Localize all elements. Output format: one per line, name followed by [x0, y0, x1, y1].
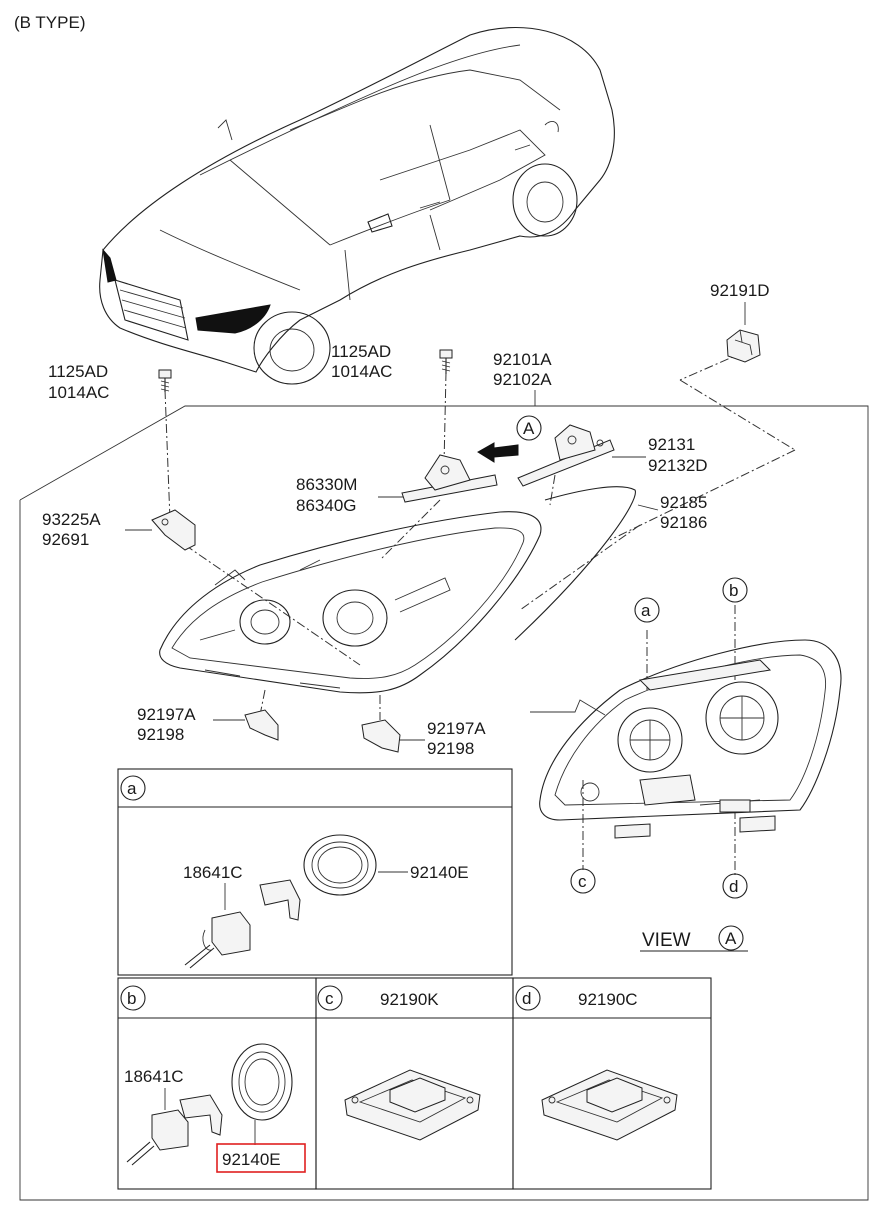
callout-seal-1: 92185 — [660, 493, 707, 512]
detail-c-ballast-icon — [344, 1069, 481, 1141]
detail-b-bulb-label: 18641C — [124, 1067, 184, 1086]
view-a-rear-illustration — [530, 639, 842, 839]
callout-bolt-center-2: 1014AC — [331, 362, 392, 381]
detail-d-ballast-icon — [541, 1069, 678, 1141]
view-a-tag-c: c — [578, 872, 587, 891]
callout-assembly-2: 92102A — [493, 370, 552, 389]
diagram-title: (B TYPE) — [14, 13, 85, 32]
detail-b-cap-icon — [231, 1043, 293, 1121]
callout-bracket-center-2: 86340G — [296, 496, 357, 515]
callout-seal-2: 92186 — [660, 513, 707, 532]
detail-box-d: d 92190C — [512, 977, 712, 1190]
bolt-center-icon — [439, 349, 453, 374]
detail-box-a: a 18641C 92140E — [117, 768, 513, 976]
detail-d-part-label: 92190C — [578, 990, 638, 1009]
detail-d-tag: d — [522, 989, 531, 1008]
leader-lines — [164, 351, 796, 875]
callout-bracket-top-2: 92132D — [648, 456, 708, 475]
callout-bolt-left-1: 1125AD — [48, 362, 108, 381]
callout-bolt-center-1: 1125AD — [331, 342, 391, 361]
detail-a-clip-icon — [259, 879, 301, 921]
bracket-top-icon — [517, 424, 615, 487]
bracket-center-icon — [401, 454, 498, 503]
detail-b-clip-icon — [179, 1094, 223, 1136]
callout-mount-left-1: 93225A — [42, 510, 101, 529]
detail-box-b: b 18641C 92140E — [117, 977, 317, 1190]
view-a-tags: a b c d VIEW A — [570, 577, 748, 952]
detail-c-tag: c — [325, 989, 334, 1008]
callout-connector-top: 92191D — [710, 281, 770, 300]
callout-bracket-top-1: 92131 — [648, 435, 695, 454]
detail-b-cap-highlight — [216, 1143, 306, 1173]
foot-left-icon — [244, 709, 279, 741]
detail-a-cap-label: 92140E — [410, 863, 469, 882]
car-illustration — [99, 26, 615, 385]
detail-a-bulb-label: 18641C — [183, 863, 243, 882]
view-a-caption: VIEW — [642, 930, 691, 951]
detail-a-tag: a — [127, 779, 137, 798]
callout-foot-left-2: 92198 — [137, 725, 184, 744]
view-a-marker — [516, 415, 542, 441]
detail-a-bulb-icon — [184, 911, 251, 969]
detail-b-cap-label: 92140E — [222, 1150, 281, 1169]
headlamp-assembly — [159, 511, 542, 694]
detail-box-c: c 92190K — [315, 977, 514, 1190]
mount-left-icon — [151, 509, 196, 551]
view-a-tag-d: d — [729, 877, 738, 896]
callout-foot-right-2: 92198 — [427, 739, 474, 758]
view-a-caption-letter: A — [725, 929, 737, 948]
callout-foot-left-1: 92197A — [137, 705, 196, 724]
view-arrow-icon — [477, 442, 519, 463]
detail-b-bulb-icon — [126, 1109, 189, 1166]
detail-c-part-label: 92190K — [380, 990, 439, 1009]
view-a-tag-a: a — [641, 601, 651, 620]
detail-a-cap-icon — [303, 834, 377, 896]
view-a-marker-letter: A — [523, 419, 535, 438]
callout-mount-left-2: 92691 — [42, 530, 89, 549]
callout-foot-right-1: 92197A — [427, 719, 486, 738]
callout-bolt-left-2: 1014AC — [48, 383, 109, 402]
assembly-frame — [19, 405, 869, 1201]
callout-bracket-center-1: 86330M — [296, 475, 357, 494]
callout-assembly-1: 92101A — [493, 350, 552, 369]
seal-strip-icon — [514, 486, 636, 641]
detail-b-tag: b — [127, 989, 136, 1008]
view-a-tag-b: b — [729, 581, 738, 600]
bolt-left-icon — [158, 369, 172, 392]
connector-top-icon — [726, 329, 761, 363]
foot-right-icon — [361, 719, 401, 753]
callouts: 1125AD 1014AC 1125AD 1014AC 92101A 92102… — [42, 281, 770, 758]
